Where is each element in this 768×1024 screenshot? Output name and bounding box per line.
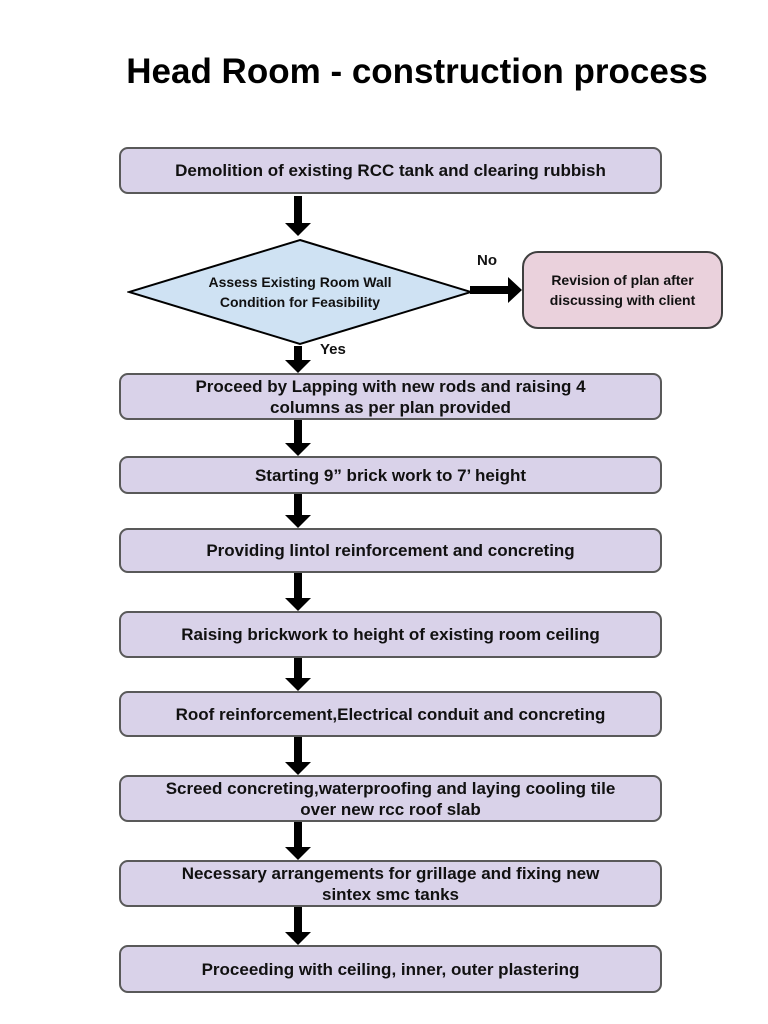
step-label: Proceed by Lapping with new rods and rai… [195, 376, 586, 417]
no-label: No [477, 252, 497, 269]
no-branch-arrow [470, 277, 522, 303]
down-arrow-4 [285, 494, 311, 528]
arrow-head [285, 515, 311, 528]
step-label: Raising brickwork to height of existing … [181, 625, 600, 644]
arrow-shaft [294, 658, 302, 678]
diamond-shape [127, 238, 473, 346]
step-label: Providing lintol reinforcement and concr… [206, 541, 575, 560]
step-roof-reinforcement: Roof reinforcement,Electrical conduit an… [119, 691, 662, 737]
arrow-head [508, 277, 522, 303]
step-label: Proceeding with ceiling, inner, outer pl… [201, 959, 580, 979]
arrow-head [285, 678, 311, 691]
decision-diamond: Assess Existing Room Wall Condition for … [127, 238, 473, 346]
arrow-head [285, 762, 311, 775]
step-raise-brickwork: Raising brickwork to height of existing … [119, 611, 662, 658]
down-arrow-2 [285, 346, 311, 373]
step-label: Screed concreting,waterproofing and layi… [165, 778, 616, 819]
arrow-head [285, 932, 311, 945]
yes-label: Yes [320, 341, 346, 358]
revision-label: Revision of plan after discussing with c… [549, 272, 696, 308]
down-arrow-9 [285, 907, 311, 945]
page-title: Head Room - construction process [126, 52, 708, 91]
down-arrow-5 [285, 573, 311, 611]
arrow-head [285, 598, 311, 611]
step-brick-work: Starting 9” brick work to 7’ height [119, 456, 662, 494]
step-label: Roof reinforcement,Electrical conduit an… [175, 704, 606, 724]
down-arrow-6 [285, 658, 311, 691]
arrow-shaft [294, 494, 302, 515]
arrow-shaft [294, 822, 302, 847]
arrow-shaft [294, 420, 302, 443]
revision-box: Revision of plan after discussing with c… [522, 251, 723, 329]
arrow-head [285, 847, 311, 860]
step-demolition: Demolition of existing RCC tank and clea… [119, 147, 662, 194]
arrow-head [285, 223, 311, 236]
down-arrow-1 [285, 196, 311, 236]
step-label: Demolition of existing RCC tank and clea… [175, 161, 606, 180]
step-grillage-tanks: Necessary arrangements for grillage and … [119, 860, 662, 907]
down-arrow-8 [285, 822, 311, 860]
arrow-shaft [470, 286, 508, 294]
arrow-shaft [294, 573, 302, 598]
decision-label-wrap: Assess Existing Room Wall Condition for … [127, 238, 473, 346]
arrow-shaft [294, 196, 302, 223]
down-arrow-7 [285, 737, 311, 775]
step-label: Starting 9” brick work to 7’ height [254, 465, 527, 485]
step-proceed-lapping: Proceed by Lapping with new rods and rai… [119, 373, 662, 420]
arrow-head [285, 360, 311, 373]
step-screed-concreting: Screed concreting,waterproofing and layi… [119, 775, 662, 822]
down-arrow-3 [285, 420, 311, 456]
arrow-shaft [294, 737, 302, 762]
step-lintol-reinforcement: Providing lintol reinforcement and concr… [119, 528, 662, 573]
arrow-shaft [294, 907, 302, 932]
arrow-shaft [294, 346, 302, 360]
decision-label: Assess Existing Room Wall Condition for … [208, 274, 392, 310]
step-label: Necessary arrangements for grillage and … [181, 863, 600, 904]
step-plastering: Proceeding with ceiling, inner, outer pl… [119, 945, 662, 993]
arrow-head [285, 443, 311, 456]
